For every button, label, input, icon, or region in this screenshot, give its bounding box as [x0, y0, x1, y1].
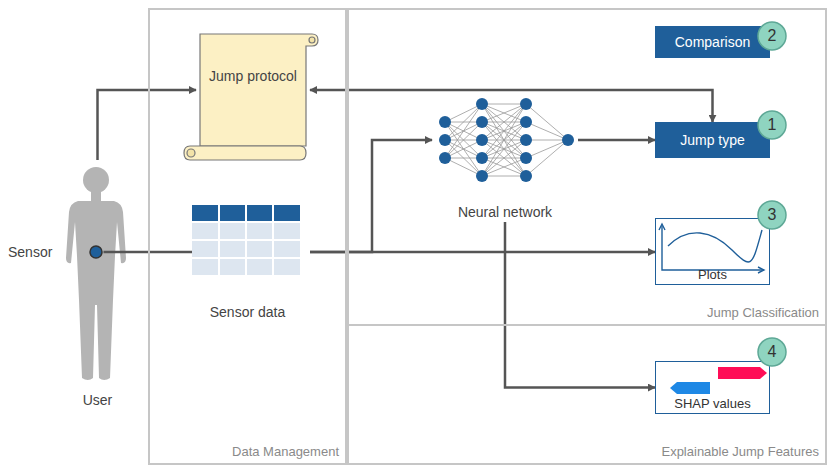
callout-circle	[758, 338, 786, 366]
network-link	[482, 122, 526, 176]
network-neuron	[439, 152, 451, 164]
neural-network-icon	[439, 98, 574, 182]
connector-arrow	[310, 140, 432, 252]
network-link	[482, 104, 526, 158]
node-label: Plots	[656, 267, 769, 282]
section-panel: Jump Classification Neural network Compari…	[347, 8, 827, 326]
plot-icon	[659, 224, 764, 273]
shap-negative	[670, 382, 710, 394]
network-link	[482, 158, 526, 176]
network-neuron	[562, 134, 574, 146]
network-node: Neural network	[432, 98, 578, 222]
network-link	[526, 140, 568, 141]
network-link	[482, 104, 526, 105]
node-label: Jump type	[680, 132, 745, 148]
node-label: SHAP values	[656, 396, 769, 411]
network-neuron	[520, 98, 532, 110]
data-node: Sensor data	[185, 205, 310, 322]
network-neuron	[476, 152, 488, 164]
network-neuron	[520, 170, 532, 182]
shap-positive	[718, 367, 767, 379]
protocol-scroll	[184, 34, 318, 160]
node-label: Neural network	[432, 204, 578, 220]
callout-circle	[758, 111, 786, 139]
network-link	[445, 140, 482, 158]
network-neuron	[520, 116, 532, 128]
connector-arrow	[578, 139, 655, 142]
network-link	[482, 158, 526, 176]
connector-arrow	[505, 222, 655, 388]
process-box: Comparison	[655, 26, 770, 58]
network-link	[445, 104, 482, 122]
callout-circle	[758, 22, 786, 50]
panel-label: Data Management	[232, 444, 339, 459]
network-link	[482, 140, 526, 176]
network-neuron	[439, 116, 451, 128]
callout-number: 4	[758, 338, 786, 366]
network-link	[482, 104, 526, 158]
network-link	[482, 104, 526, 122]
network-link	[482, 140, 526, 176]
callout-number: 2	[758, 22, 786, 50]
panel-label: Jump Classification	[707, 305, 819, 320]
network-neuron	[476, 116, 488, 128]
node-label: User	[55, 392, 140, 408]
network-link	[482, 104, 526, 176]
network-link	[445, 104, 482, 158]
connector-arrow	[310, 90, 713, 122]
protocol-node: Jump protocol	[196, 34, 310, 150]
connector-arrow	[310, 251, 655, 254]
network-neuron	[476, 170, 488, 182]
callout-circle	[758, 201, 786, 229]
network-link	[482, 122, 526, 176]
section-panel: Data Management Jump protocolSensor data	[148, 8, 347, 465]
callout-number: 1	[758, 111, 786, 139]
network-link	[482, 104, 526, 140]
network-neuron	[439, 134, 451, 146]
user-figure	[66, 167, 126, 380]
network-neuron	[520, 134, 532, 146]
network-link	[482, 104, 526, 176]
network-neuron	[476, 134, 488, 146]
callout-number: 3	[758, 201, 786, 229]
network-link	[526, 140, 568, 176]
sensor-label: Sensor	[8, 244, 52, 260]
panel-label: Explainable Jump Features	[661, 444, 819, 459]
output-box: SHAP values	[655, 361, 770, 414]
node-label: Sensor data	[185, 304, 310, 320]
network-link	[526, 140, 568, 158]
network-link	[482, 104, 526, 140]
network-link	[445, 158, 482, 176]
node-label: Jump protocol	[206, 68, 300, 84]
network-link	[445, 140, 482, 158]
data-table	[192, 205, 300, 275]
network-neuron	[476, 98, 488, 110]
network-neuron	[520, 152, 532, 164]
network-link	[526, 122, 568, 140]
process-box: Jump type	[655, 122, 770, 158]
network-link	[482, 176, 526, 177]
network-link	[445, 122, 482, 176]
section-panel: Explainable Jump Features SHAP values	[347, 324, 827, 465]
user-figure-node: User	[55, 160, 140, 410]
network-link	[482, 104, 526, 122]
connector-arrow	[98, 90, 197, 160]
network-link	[526, 104, 568, 140]
sensor-dot	[90, 246, 102, 258]
node-label: Comparison	[675, 34, 750, 50]
output-box: Plots	[655, 218, 770, 285]
